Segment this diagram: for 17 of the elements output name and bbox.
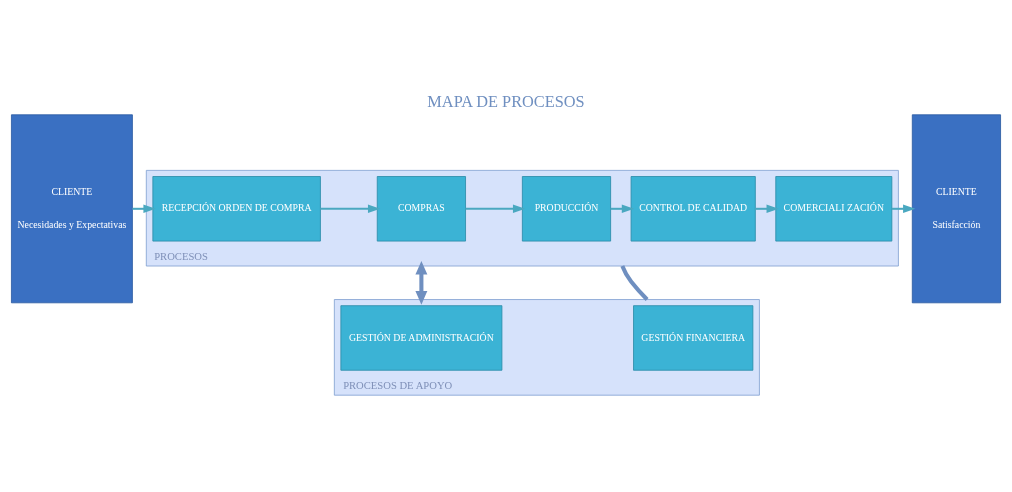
node-box: COMPRAS xyxy=(376,176,466,242)
connector xyxy=(620,265,649,301)
arrow xyxy=(610,204,635,214)
node-box: GESTIÓN FINANCIERA xyxy=(633,305,754,371)
node-box: CONTROL DE CALIDAD xyxy=(630,176,756,242)
node-box: GESTIÓN DE ADMINISTRACIÓN xyxy=(340,305,503,371)
arrow xyxy=(755,204,779,214)
arrow xyxy=(320,204,381,214)
node-box: COMERCIALI ZACIÓN xyxy=(775,176,893,242)
arrow xyxy=(415,260,428,305)
arrow xyxy=(891,204,916,214)
node-box: CLIENTE Necesidades y Expectativas xyxy=(11,114,133,304)
node-box: PRODUCCIÓN xyxy=(521,176,612,242)
arrow xyxy=(465,204,526,214)
diagram-title: MAPA DE PROCESOS xyxy=(427,91,585,111)
node-box: CLIENTE Satisfacción xyxy=(911,114,1001,304)
node-box: RECEPCIÓN ORDEN DE COMPRA xyxy=(152,176,321,242)
